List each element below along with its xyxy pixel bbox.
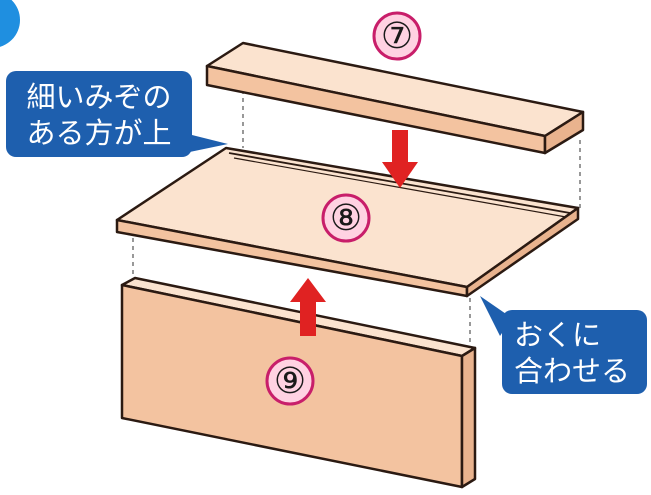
part-label-9: ⑨	[274, 361, 306, 402]
callout-groove-line2: ある方が上	[26, 116, 171, 150]
up-arrow-icon	[290, 278, 326, 336]
callout-groove-box	[6, 71, 192, 157]
part-badge-9: ⑨	[265, 356, 315, 406]
callout-align-line2: 合わせる	[514, 354, 630, 388]
down-arrow-icon	[382, 130, 418, 188]
callout-align-line1: おくに	[514, 318, 601, 352]
callout-align-box	[502, 310, 647, 394]
step-marker	[0, 0, 20, 47]
callout-groove-line1: 細いみぞの	[26, 80, 171, 114]
board-8-end	[465, 206, 580, 298]
board-7-end	[543, 110, 585, 155]
part-badge-8: ⑧	[321, 193, 371, 243]
board-7	[205, 41, 585, 155]
board-9-end	[460, 346, 477, 489]
callout-align: おくに 合わせる	[480, 296, 647, 394]
part-label-8: ⑧	[330, 198, 362, 239]
callout-groove: 細いみぞの ある方が上	[6, 71, 228, 157]
guide-lines	[132, 90, 581, 350]
part-badge-7: ⑦	[372, 11, 422, 61]
part-label-7: ⑦	[381, 16, 413, 57]
